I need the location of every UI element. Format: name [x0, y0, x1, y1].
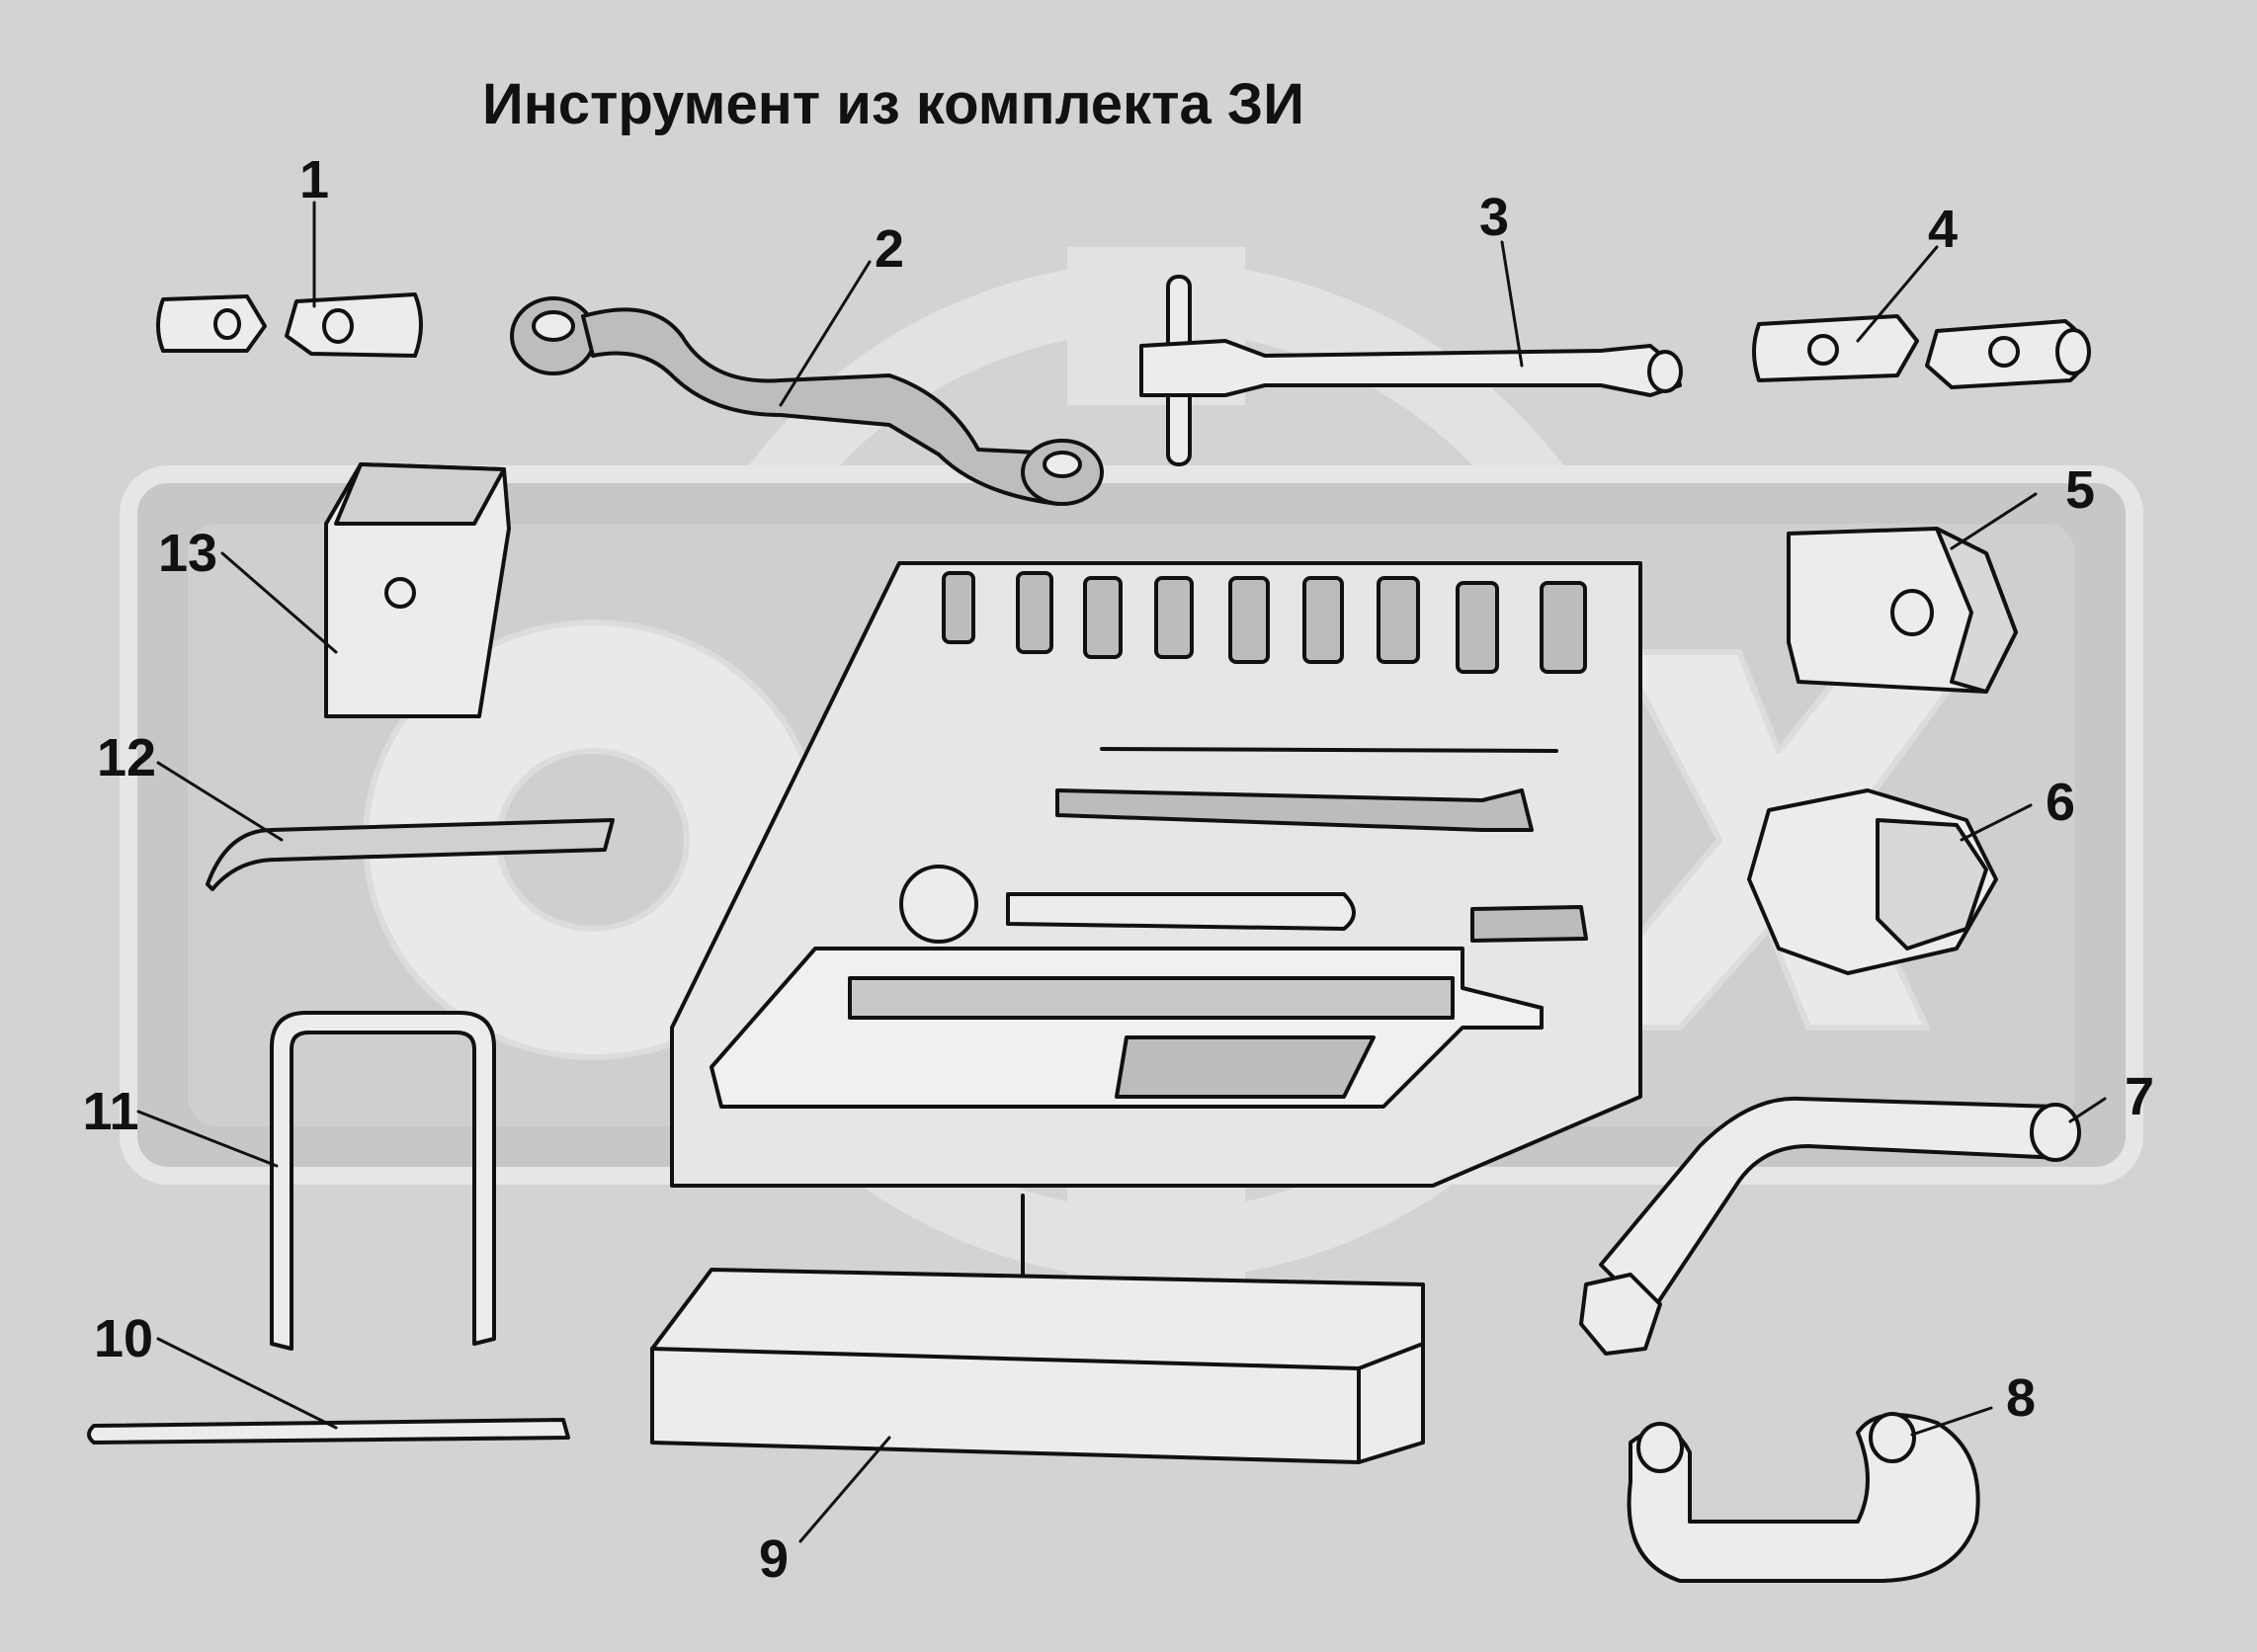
- part-9-open-tool-kit: [670, 561, 1642, 1331]
- callout-13: 13: [157, 524, 218, 583]
- leader-line-4: [1856, 245, 1939, 343]
- leader-line-8: [1910, 1406, 1993, 1437]
- leader-line-7: [2068, 1097, 2107, 1123]
- leader-line-2: [779, 260, 872, 407]
- part-11-u-bolt: [270, 1011, 496, 1351]
- callout-4: 4: [1927, 200, 1959, 259]
- leader-line-9: [798, 1436, 891, 1543]
- part-5-hex-socket-head: [1787, 527, 2018, 694]
- callout-1: 1: [298, 150, 330, 209]
- part-9-tool-case: [650, 1268, 1425, 1464]
- leader-line-11: [136, 1110, 279, 1168]
- socket-row: [942, 571, 1587, 674]
- leader-lines: [136, 201, 2107, 1543]
- callout-5: 5: [2064, 460, 2096, 520]
- leader-line-12: [156, 761, 284, 842]
- part-13-square-socket: [324, 462, 511, 718]
- part-8-offset-box-wrench: [1627, 1412, 1980, 1583]
- leader-line-10: [156, 1337, 338, 1430]
- callout-11: 11: [82, 1082, 139, 1141]
- leader-line-6: [1960, 803, 2033, 842]
- callout-6: 6: [2045, 773, 2076, 832]
- leader-line-5: [1950, 492, 2038, 550]
- part-4-socket-wrench-pair: [1752, 314, 2091, 389]
- part-2-cranked-box-wrench: [510, 296, 1104, 506]
- callout-9: 9: [758, 1529, 790, 1589]
- part-6-hex-nut-socket: [1747, 788, 1998, 975]
- leader-line-3: [1500, 240, 1524, 368]
- part-7-bent-bar-wrench: [1579, 1096, 2081, 1356]
- part-12-pry-bar: [206, 818, 615, 891]
- part-10-flat-bar: [87, 1418, 570, 1445]
- part-1-socket-wrench-pair: [156, 292, 423, 358]
- callout-10: 10: [93, 1309, 154, 1368]
- callout-12: 12: [96, 728, 157, 787]
- callout-2: 2: [874, 219, 905, 279]
- callout-8: 8: [2005, 1368, 2037, 1428]
- leader-line-13: [220, 551, 338, 654]
- callout-7: 7: [2124, 1067, 2155, 1126]
- diagram-title: Инструмент из комплекта ЗИ: [482, 72, 1304, 136]
- callout-3: 3: [1478, 188, 1510, 247]
- part-3-tee-handle-wrench: [1139, 275, 1683, 466]
